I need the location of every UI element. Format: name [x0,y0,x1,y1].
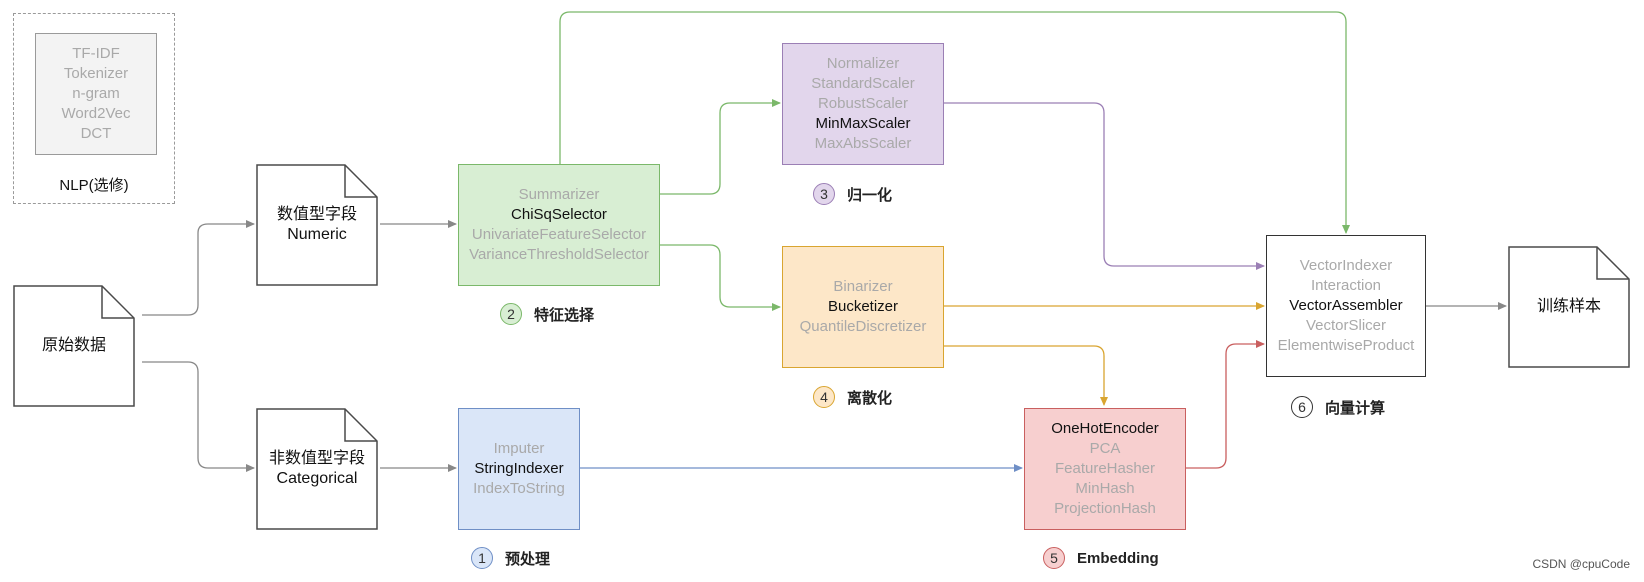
preprocessing-box: Imputer StringIndexer IndexToString [458,408,580,530]
embedding-item: PCA [1089,440,1121,457]
normalization-item: Normalizer [826,55,900,72]
categorical-document: 非数值型字段 Categorical [256,408,378,530]
nlp-caption: NLP(选修) [59,177,129,194]
numeric-label-en: Numeric [287,226,347,243]
discretization-box: Binarizer Bucketizer QuantileDiscretizer [782,246,944,368]
normalization-item: MaxAbsScaler [814,135,912,152]
normalization-item: StandardScaler [811,75,915,92]
preprocessing-label: 1 预处理 [471,547,550,569]
feature-selection-item: UnivariateFeatureSelector [471,226,647,243]
raw-data-label: 原始数据 [41,337,106,354]
numeric-document: 数值型字段 Numeric [256,164,378,286]
document-shape [256,408,378,530]
vector-calc-item: VectorIndexer [1299,257,1393,274]
nlp-item: DCT [80,125,112,142]
edge-raw-to-categorical [142,361,255,472]
embedding-item: ProjectionHash [1054,500,1156,517]
preprocessing-item: Imputer [493,440,545,457]
nlp-item: Word2Vec [61,105,131,122]
normalization-box: Normalizer StandardScaler RobustScaler M… [782,43,944,165]
nlp-item: Tokenizer [63,65,129,82]
vector-calc-item-active: VectorAssembler [1289,297,1403,314]
vector-calc-box: VectorIndexer Interaction VectorAssemble… [1266,235,1426,377]
discretization-item: QuantileDiscretizer [799,318,927,335]
watermark-credit: CSDN @cpuCode [1532,557,1630,571]
stage-title: 归一化 [847,186,893,204]
stage-title: 离散化 [847,389,893,407]
embedding-item-active: OneHotEncoder [1051,420,1159,437]
embedding-box: OneHotEncoder PCA FeatureHasher MinHash … [1024,408,1186,530]
nlp-group: TF-IDF Tokenizer n-gram Word2Vec DCT NLP… [13,13,175,204]
edge-selection-to-vector [559,11,1350,234]
discretization-item: Binarizer [833,278,893,295]
training-samples-label: 训练样本 [1536,298,1601,315]
edge-selection-to-discretization [660,244,781,311]
normalization-label: 3 归一化 [813,183,892,205]
embedding-label: 5 Embedding [1043,547,1159,569]
preprocessing-item: IndexToString [473,480,565,497]
categorical-label-cn: 非数值型字段 [268,450,365,467]
stage-title: Embedding [1077,549,1159,567]
nlp-item: n-gram [72,85,120,102]
edge-raw-to-numeric [142,220,255,316]
feature-selection-label: 2 特征选择 [500,303,594,325]
edge-selection-to-normalization [660,99,781,195]
normalization-item-active: MinMaxScaler [815,115,911,132]
vector-calc-item: ElementwiseProduct [1277,337,1415,354]
feature-selection-item-active: ChiSqSelector [511,206,607,223]
nlp-item: TF-IDF [72,45,120,62]
edge-discretization-to-embedding [944,345,1108,406]
numeric-label-cn: 数值型字段 [276,206,357,223]
document-shape [1508,246,1630,368]
normalization-item: RobustScaler [817,95,909,112]
document-shape [13,285,135,407]
vector-calc-label: 6 向量计算 [1291,396,1385,418]
training-samples-document: 训练样本 [1508,246,1630,368]
stage-title: 特征选择 [534,306,595,324]
discretization-item-active: Bucketizer [827,298,899,315]
step-number-badge: 5 [1043,547,1065,569]
step-number-badge: 3 [813,183,835,205]
embedding-item: FeatureHasher [1054,460,1156,477]
edge-normalization-to-vector [944,102,1265,270]
document-shape [256,164,378,286]
step-number-badge: 4 [813,386,835,408]
vector-calc-item: Interaction [1310,277,1382,294]
embedding-item: MinHash [1075,480,1135,497]
categorical-label-en: Categorical [276,470,358,487]
vector-calc-item: VectorSlicer [1305,317,1387,334]
edge-embedding-to-vector [1186,340,1265,469]
step-number-badge: 1 [471,547,493,569]
nlp-techniques-box: TF-IDF Tokenizer n-gram Word2Vec DCT [35,33,157,155]
step-number-badge: 2 [500,303,522,325]
stage-title: 向量计算 [1325,399,1386,417]
raw-data-document: 原始数据 [13,285,135,407]
feature-selection-item: Summarizer [518,186,600,203]
step-number-badge: 6 [1291,396,1313,418]
stage-title: 预处理 [505,550,551,568]
feature-selection-box: Summarizer ChiSqSelector UnivariateFeatu… [458,164,660,286]
feature-selection-item: VarianceThresholdSelector [469,246,649,263]
preprocessing-item-active: StringIndexer [474,460,564,477]
discretization-label: 4 离散化 [813,386,892,408]
